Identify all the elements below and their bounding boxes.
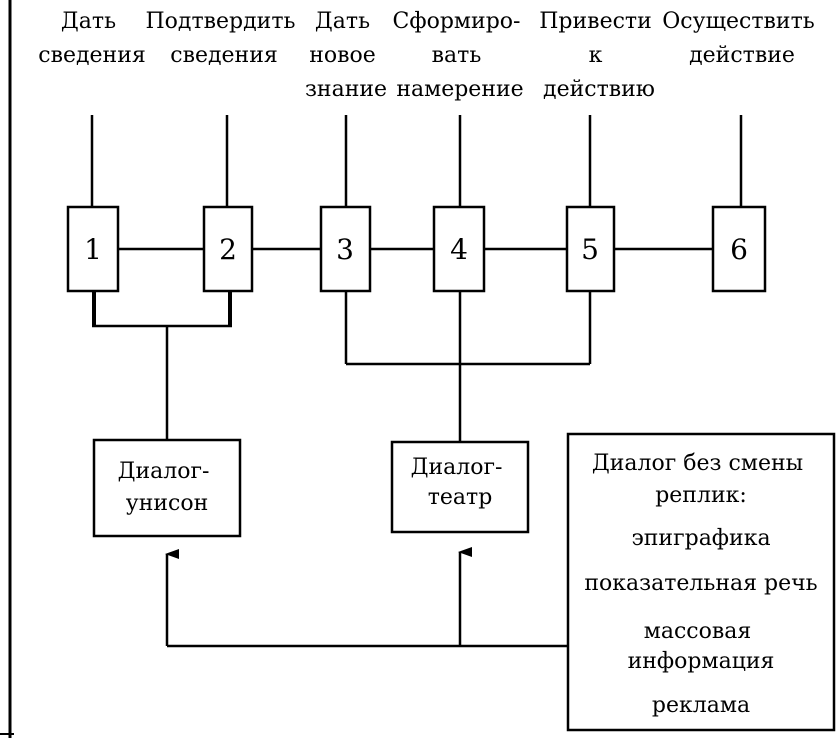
top-label-3: Дать новое знание	[305, 9, 387, 102]
step-number-4: 4	[450, 233, 468, 266]
top-label-1-line-1: Дать	[61, 9, 116, 34]
dialog-no-turns-title: Диалог без смены реплик:	[592, 451, 810, 508]
step-box-1: 1	[66, 205, 120, 293]
step-number-6: 6	[730, 233, 748, 266]
top-label-1-line-2: сведения	[38, 43, 146, 68]
dialog-unison-line-2: унисон	[126, 491, 209, 516]
dialog-no-turns-item-speech: показательная речь	[584, 571, 817, 596]
step-box-5: 5	[565, 205, 616, 293]
top-label-3-line-3: знание	[305, 77, 387, 102]
top-label-5-line-3: действию	[543, 77, 655, 102]
top-label-2-line-2: сведения	[170, 43, 278, 68]
theatre-bracket	[344, 291, 592, 442]
dialog-no-turns-item-advertising: реклама	[652, 693, 750, 718]
top-label-3-line-2: новое	[309, 43, 376, 68]
dialog-no-turns-item-mass-info: массовая информация	[628, 619, 775, 674]
top-label-6-line-1: Осуществить	[662, 9, 814, 34]
dialog-unison-line-1: Диалог-	[118, 459, 210, 484]
step-number-2: 2	[219, 233, 237, 266]
top-label-3-line-1: Дать	[315, 9, 370, 34]
step-boxes: 1 2 3 4 5 6	[66, 205, 767, 293]
step-number-1: 1	[84, 233, 102, 266]
step-box-6: 6	[711, 205, 767, 293]
step-box-4: 4	[432, 205, 486, 293]
dialog-theatre-line-2: театр	[428, 485, 493, 510]
label-connectors	[90, 115, 743, 207]
dialog-theatre-label: Диалог- театр	[411, 455, 510, 510]
top-label-6: Осуществить действие	[662, 9, 821, 68]
top-label-4: Сформиро- вать намерение	[393, 9, 528, 102]
dialog-no-turns-item-mass-info-line-2: информация	[628, 649, 775, 674]
step-box-3: 3	[319, 205, 372, 293]
top-label-4-line-2: вать	[432, 43, 482, 68]
top-label-5-line-2: к	[589, 43, 603, 68]
unison-bracket	[92, 291, 232, 440]
top-label-1: Дать сведения	[38, 9, 146, 68]
dialog-unison-box: Диалог- унисон	[92, 438, 242, 538]
top-label-2: Подтвердить сведения	[146, 9, 303, 68]
dialog-theatre-line-1: Диалог-	[411, 455, 503, 480]
dialog-theatre-box: Диалог- театр	[390, 440, 530, 534]
step-box-2: 2	[202, 205, 254, 293]
dialog-no-turns-item-mass-info-line-1: массовая	[644, 619, 752, 644]
dialog-no-turns-box: Диалог без смены реплик: эпиграфика пока…	[566, 432, 836, 732]
top-label-4-line-1: Сформиро-	[393, 9, 521, 34]
dialog-no-turns-title-line-2: реплик:	[655, 483, 747, 508]
top-labels: Дать сведения Подтвердить сведения Дать …	[38, 9, 821, 102]
top-label-4-line-3: намерение	[396, 77, 523, 102]
dialog-no-turns-title-line-1: Диалог без смены	[592, 451, 803, 476]
dialog-unison-label: Диалог- унисон	[118, 459, 217, 516]
dialog-no-turns-item-epigraphy: эпиграфика	[631, 526, 770, 551]
top-label-6-line-2: действие	[689, 43, 795, 68]
top-label-5-line-1: Привести	[539, 9, 652, 34]
top-label-5: Привести к действию	[539, 9, 659, 102]
step-number-3: 3	[336, 233, 354, 266]
step-number-5: 5	[581, 233, 599, 266]
feedback-arrows	[165, 547, 568, 648]
top-label-2-line-1: Подтвердить	[146, 9, 296, 34]
